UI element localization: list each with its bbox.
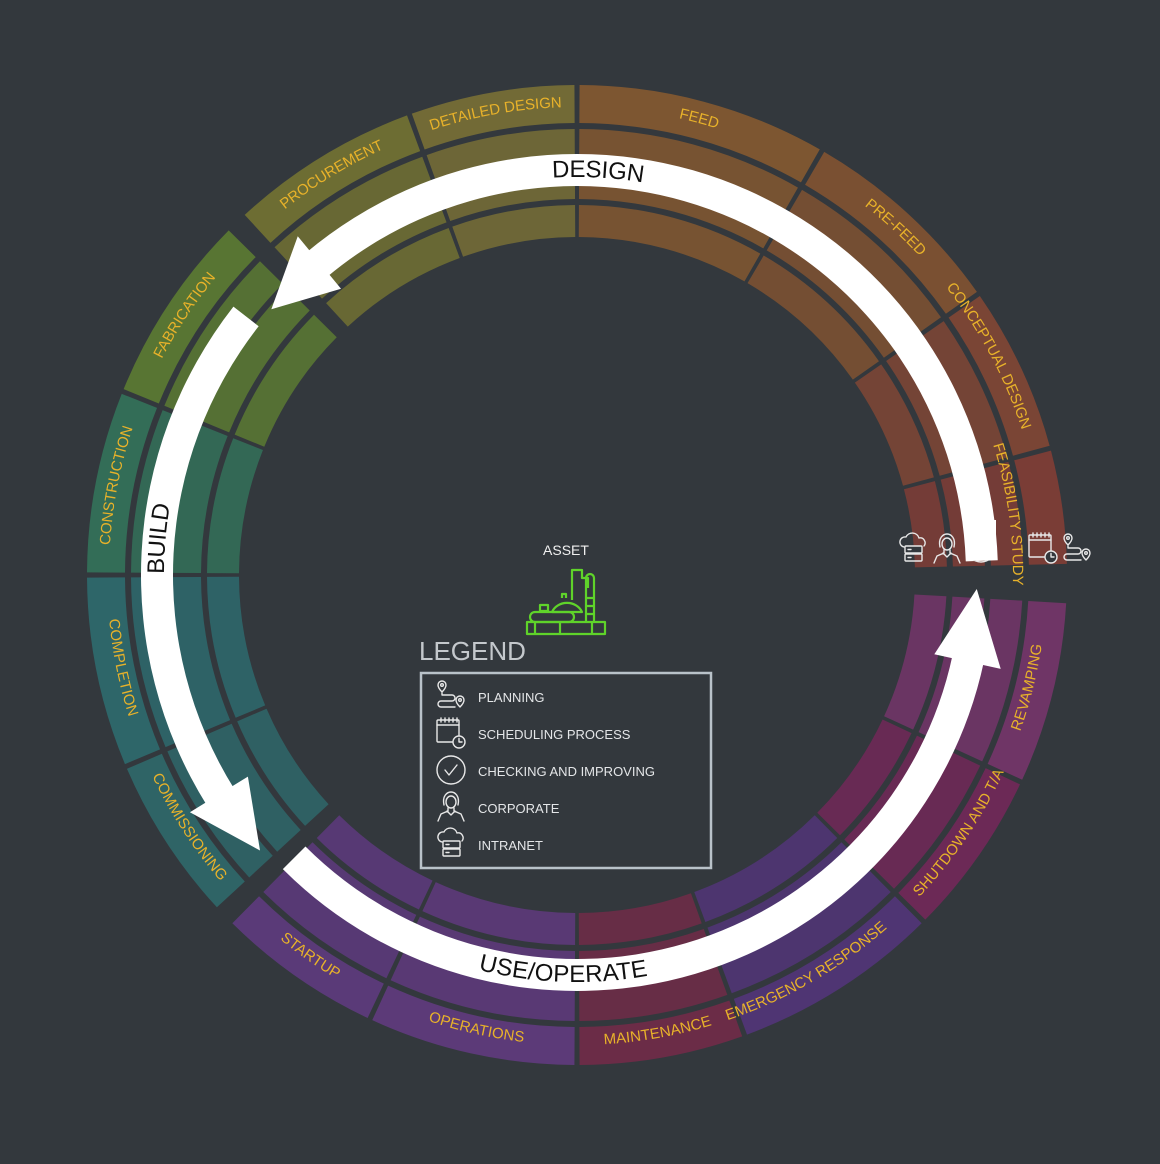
segment-band (694, 815, 838, 923)
icon-row (899, 520, 1091, 564)
segment-band (372, 985, 575, 1065)
phase-arrow-design: DESIGN (271, 154, 998, 562)
segment-band (578, 893, 702, 945)
segment-band (452, 205, 576, 257)
segment-band (579, 964, 728, 1021)
segment-band (202, 723, 301, 852)
segment-band (917, 321, 1008, 466)
segment-band (884, 594, 947, 730)
segment-band (87, 577, 161, 765)
segment-band (953, 598, 1023, 762)
segment-band (805, 151, 977, 314)
segment-band (422, 882, 576, 945)
segment-band (123, 230, 256, 404)
legend-item-planning: PLANNING (437, 680, 544, 708)
arrow-tail (966, 520, 996, 560)
planning-route-icon (1063, 533, 1091, 561)
legend-item-scheduling: SCHEDULING PROCESS (436, 717, 631, 749)
phase-arrow-build: BUILD (140, 306, 261, 851)
check-circle-icon (436, 755, 466, 785)
segment-band (733, 896, 922, 1035)
legend-box (419, 671, 713, 870)
segment-band (578, 205, 761, 282)
segment-band (1014, 450, 1067, 565)
cloud-server-icon (899, 532, 926, 562)
planning-route-icon (437, 680, 465, 708)
segment-band (871, 751, 981, 889)
legend-item-intranet: INTRANET (437, 827, 543, 857)
segment-band (898, 768, 1021, 920)
legend-item-checking: CHECKING AND IMPROVING (436, 755, 655, 785)
segment-band (126, 753, 245, 908)
segment-band (987, 601, 1067, 780)
lifecycle-ring (87, 85, 1067, 1065)
arrow-head (271, 236, 342, 310)
arrow-body (306, 154, 998, 562)
cloud-server-icon (437, 827, 464, 857)
segment-band (720, 869, 891, 994)
legend-label: SCHEDULING PROCESS (478, 727, 631, 742)
segment-band (326, 227, 460, 327)
segment-band (207, 576, 266, 718)
person-icon (437, 791, 465, 822)
arrow-head (934, 588, 1001, 669)
segment-band (316, 815, 433, 910)
asset-title: ASSET (543, 542, 589, 558)
segment-band (234, 314, 337, 447)
legend-label: CORPORATE (478, 801, 560, 816)
segment-band (948, 296, 1050, 456)
segment-band (207, 438, 263, 574)
segment-band (579, 85, 820, 183)
calendar-clock-icon (436, 717, 466, 749)
segment-band (232, 896, 384, 1019)
arrow-body (282, 654, 984, 992)
arrow-head (189, 776, 261, 851)
legend-label: PLANNING (478, 690, 544, 705)
segment-band (411, 85, 575, 150)
legend-label: CHECKING AND IMPROVING (478, 764, 655, 779)
segment-band (237, 708, 329, 826)
segment-band (169, 424, 228, 574)
segment-band (263, 869, 401, 979)
segment-band (169, 576, 231, 733)
segment-band (274, 156, 434, 271)
segment-band (854, 364, 934, 486)
arrow-body (140, 306, 259, 807)
legend-item-corporate: CORPORATE (437, 791, 560, 822)
segment-band (817, 719, 912, 836)
segment-band (579, 1000, 743, 1065)
industrial-plant-icon (525, 568, 607, 636)
segment-band (747, 255, 879, 380)
segment-band (785, 189, 941, 336)
segment-band (199, 288, 310, 433)
segment-band (390, 951, 575, 1021)
segment-band (244, 115, 421, 243)
legend-title: LEGEND (419, 636, 526, 666)
phase-label: DESIGN (552, 156, 646, 188)
legend-label: INTRANET (478, 838, 543, 853)
phase-label-text: DESIGN (552, 156, 646, 188)
segment-band (87, 393, 158, 573)
